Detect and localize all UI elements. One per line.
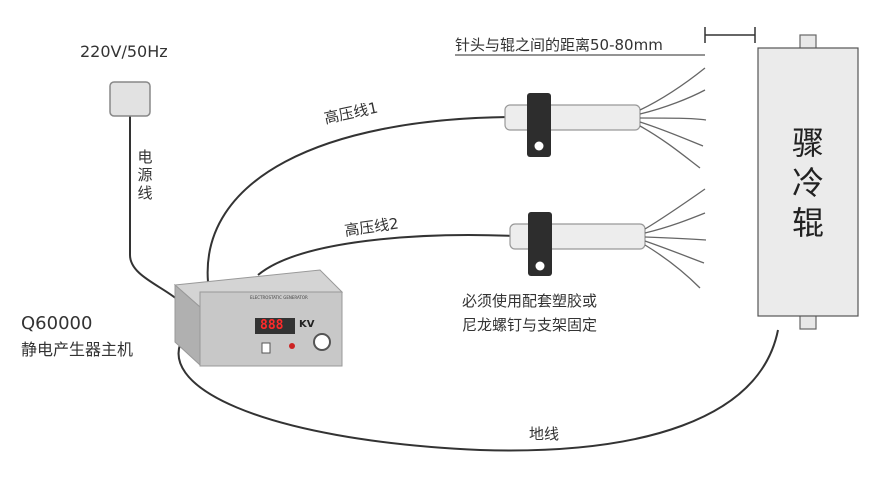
generator-panel-text: ELECTROSTATIC GENERATOR [250,295,308,300]
mount-note-line2: 尼龙螺钉与支架固定 [462,316,598,334]
ground-wire [177,329,779,452]
generator-name: 静电产生器主机 [21,340,134,359]
distance-label: 针头与辊之间的距离50-80mm [455,36,663,54]
power-plug [109,81,151,117]
power-cord [129,112,179,301]
electrode-1 [504,67,707,169]
power-cord-label: 电源线 [137,148,153,202]
generator-box [173,269,344,367]
chill-roller [757,34,859,330]
electrode-2 [509,188,707,289]
hv-cable-1 [206,116,516,283]
generator-model: Q60000 [21,313,93,334]
hv-cable-2 [257,234,516,276]
generator-display: 888 [260,318,284,333]
power-label: 220V/50Hz [80,42,168,61]
ground-label: 地线 [529,425,560,443]
mount-note-line1: 必须使用配套塑胶或 [462,292,598,310]
roller-label: 骤冷辊 [791,124,824,242]
distance-bracket [455,27,756,56]
generator-unit: KV [299,319,315,330]
